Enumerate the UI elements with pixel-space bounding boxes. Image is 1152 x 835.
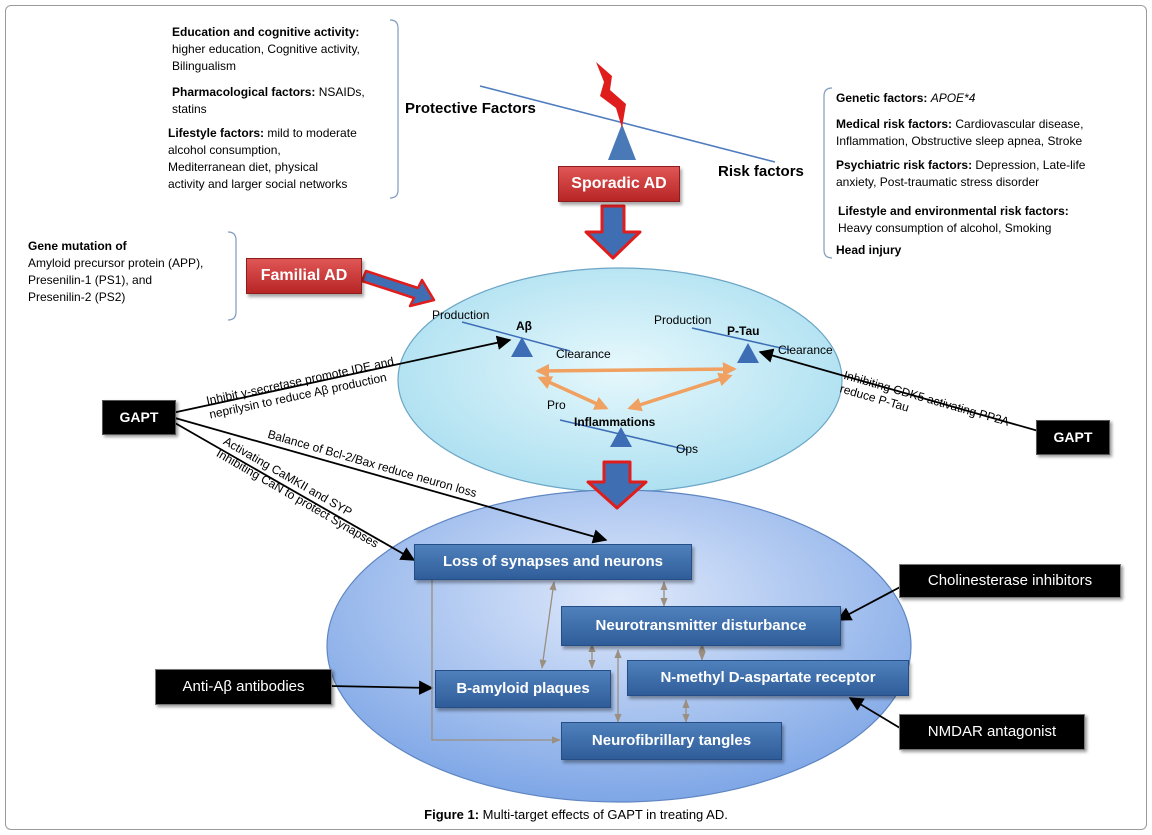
- familial-ad-box: Familial AD: [246, 258, 362, 294]
- gapt-right-box: GAPT: [1036, 420, 1110, 455]
- ptau-beam: [691, 327, 791, 351]
- middle-down-arrow: [586, 460, 648, 510]
- abeta-label: Aβ: [516, 319, 532, 333]
- loss-synapses-box: Loss of synapses and neurons: [414, 544, 692, 580]
- risk-factors-label: Risk factors: [718, 163, 804, 180]
- arrow-gapt-loss1: [174, 417, 608, 544]
- nmdar-antagonist-box: NMDAR antagonist: [899, 714, 1085, 750]
- abeta-fulcrum: [511, 337, 533, 357]
- orange-abeta-infl: [537, 376, 609, 410]
- ptau-fulcrum: [737, 343, 759, 363]
- gapt-left-box: GAPT: [102, 400, 176, 435]
- figure-frame: [5, 5, 1147, 830]
- orange-abeta-ptau: [535, 362, 737, 378]
- ptau-label: P-Tau: [727, 324, 760, 338]
- anti-abeta-box: Anti-Aβ antibodies: [155, 669, 332, 705]
- inflammation-fulcrum: [610, 427, 632, 447]
- neurotransmitter-box: Neurotransmitter disturbance: [561, 606, 841, 646]
- amyloid-plaques-box: B-amyloid plaques: [435, 670, 611, 708]
- risk-psychiatric: Psychiatric risk factors: Depression, La…: [836, 158, 1086, 189]
- ptau-production-label: Production: [654, 313, 712, 327]
- arrow-gapt-abeta: [171, 335, 512, 414]
- figure-caption: Figure 1: Multi-target effects of GAPT i…: [424, 807, 728, 822]
- cholinesterase-box: Cholinesterase inhibitors: [899, 564, 1121, 598]
- ptau-clearance-label: Clearance: [778, 343, 833, 357]
- orange-ptau-infl: [627, 372, 733, 412]
- gene-mutation-text: Gene mutation of Amyloid precursor prote…: [28, 239, 204, 304]
- connector-loss-tangles: [431, 580, 561, 744]
- sporadic-ad-box: Sporadic AD: [558, 166, 680, 202]
- sporadic-down-arrow: [584, 204, 642, 260]
- protective-pharmacological: Pharmacological factors: NSAIDs, statins: [172, 85, 365, 116]
- arrow-cholinesterase: [836, 584, 905, 621]
- risk-medical: Medical risk factors: Cardiovascular dis…: [836, 117, 1084, 148]
- ops-label: Ops: [676, 442, 699, 456]
- abeta-clearance-label: Clearance: [556, 347, 611, 361]
- upper-ellipse: [397, 267, 843, 493]
- arrow-anti-abeta: [329, 680, 434, 695]
- connector-loss-plaques: [539, 581, 557, 669]
- lightning-icon: [596, 62, 626, 128]
- inflammations-label: Inflammations: [574, 415, 656, 429]
- protective-education: Education and cognitive activity: higher…: [172, 25, 360, 73]
- abeta-beam: [461, 321, 571, 352]
- risk-genetic: Genetic factors: APOE*4: [836, 91, 976, 105]
- neurofibrillary-tangles-box: Neurofibrillary tangles: [561, 722, 782, 760]
- gene-bracket: [227, 231, 237, 321]
- top-seesaw-beam: [479, 85, 776, 163]
- risk-bracket: [823, 87, 833, 259]
- familial-arrow: [360, 269, 436, 308]
- protective-factors-label: Protective Factors: [405, 100, 536, 117]
- protective-lifestyle: Lifestyle factors: mild to moderate alco…: [168, 126, 357, 191]
- nmda-receptor-box: N-methyl D-aspartate receptor: [627, 660, 909, 696]
- risk-lifestyle: Lifestyle and environmental risk factors…: [838, 204, 1069, 235]
- arrow-gapt-loss2: [174, 422, 416, 561]
- arrow-nmdar: [848, 697, 901, 729]
- abeta-production-label: Production: [432, 308, 490, 322]
- top-fulcrum: [608, 124, 636, 160]
- pro-label: Pro: [547, 398, 566, 412]
- arrow-gapt-ptau: [758, 348, 1043, 433]
- protective-bracket: [389, 19, 399, 199]
- risk-head-injury: Head injury: [836, 243, 902, 257]
